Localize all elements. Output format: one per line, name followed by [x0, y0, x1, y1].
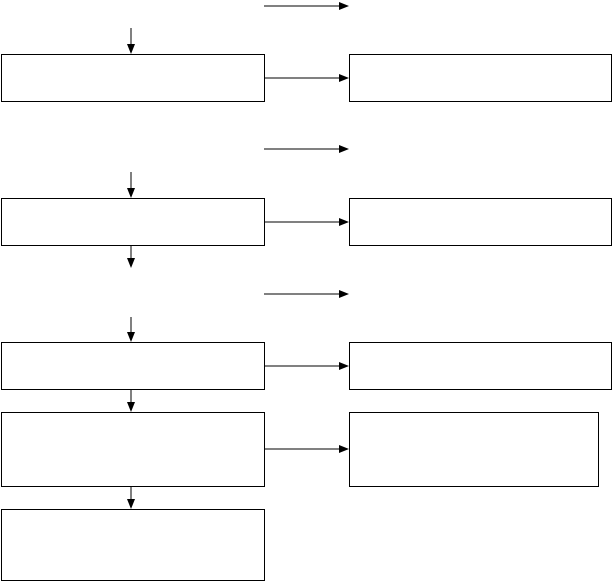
down-arrow-below-step-2-head — [127, 258, 135, 268]
flow-box-side-1 — [349, 54, 612, 102]
flow-box-step-4 — [1, 412, 265, 487]
down-arrow-into-step-2-head — [127, 188, 135, 198]
header-arrow-1-head — [339, 2, 349, 10]
flow-box-side-3 — [349, 342, 612, 390]
right-arrow-step-1-to-side-1-head — [339, 74, 349, 82]
right-arrow-step-2-to-side-2-head — [339, 218, 349, 226]
down-arrow-into-step-5-head — [127, 499, 135, 509]
header-arrow-3-head — [339, 290, 349, 298]
right-arrow-step-3-to-side-3-head — [339, 362, 349, 370]
flow-box-side-2 — [349, 198, 612, 246]
flow-box-step-5 — [1, 509, 265, 581]
down-arrow-into-step-3-head — [127, 332, 135, 342]
down-arrow-into-step-1-head — [127, 44, 135, 54]
flow-box-step-3 — [1, 342, 265, 390]
right-arrow-step-4-to-side-4-head — [339, 445, 349, 453]
header-arrow-2-head — [339, 145, 349, 153]
flow-box-step-1 — [1, 54, 265, 102]
flow-box-step-2 — [1, 198, 265, 246]
down-arrow-into-step-4-head — [127, 402, 135, 412]
flow-box-side-4 — [349, 412, 599, 487]
